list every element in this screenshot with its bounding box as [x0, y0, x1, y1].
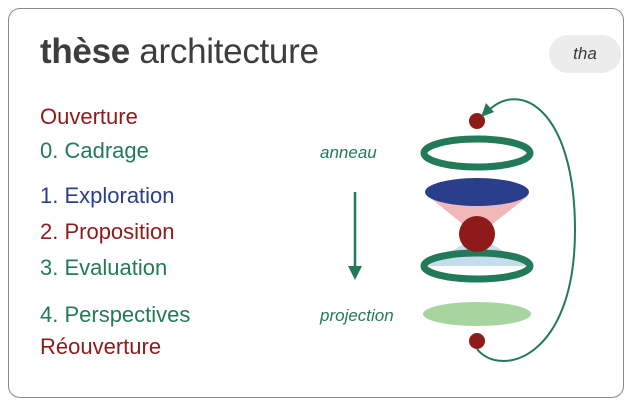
cadrage-ring — [420, 135, 534, 171]
step-ouverture: Ouverture — [40, 104, 138, 129]
reouverture-dot — [469, 333, 485, 349]
step-exploration: 1. Exploration — [40, 183, 175, 208]
loop-arrowhead — [481, 103, 494, 117]
loop-arrow — [476, 98, 577, 362]
step-evaluation: 3. Evaluation — [40, 255, 168, 280]
step-cadrage: 0. Cadrage — [40, 138, 149, 163]
exploration-disc — [425, 178, 529, 206]
step-reouverture: Réouverture — [40, 334, 162, 359]
title-bold: thèse — [40, 32, 130, 71]
page-title: thèse architecture — [40, 32, 319, 72]
proposition-ball — [459, 216, 495, 252]
step-perspectives: 4. Perspectives — [40, 302, 191, 327]
title-rest: architecture — [129, 32, 319, 71]
diagram-card — [8, 8, 624, 398]
projection-label: projection — [320, 306, 394, 325]
projection-disc — [423, 302, 531, 326]
step-proposition: 2. Proposition — [40, 219, 175, 244]
pink-funnel — [428, 196, 528, 230]
tha-badge[interactable]: tha — [549, 35, 621, 73]
down-arrow — [348, 192, 362, 280]
anneau-label: anneau — [320, 143, 377, 162]
evaluation-ring — [420, 249, 534, 283]
